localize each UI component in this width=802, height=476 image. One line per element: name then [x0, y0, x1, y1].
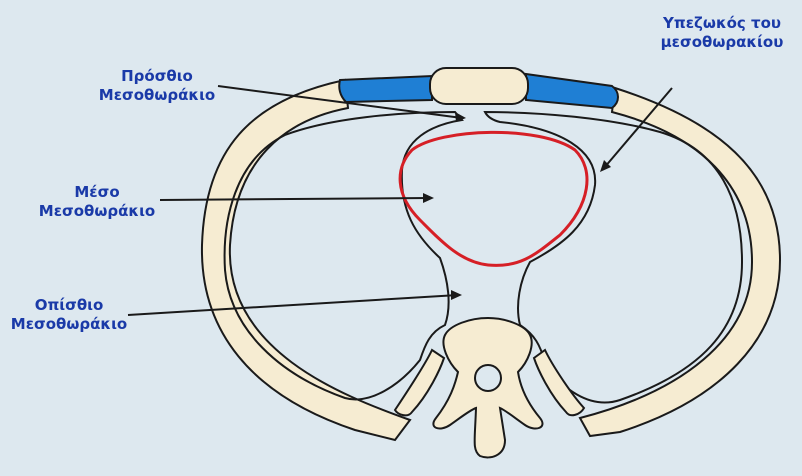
- right-rib-head: [534, 350, 584, 415]
- posterior-pointer-arrow: [451, 290, 462, 300]
- pleura-label-line2: μεσοθωρακίου: [642, 33, 802, 52]
- spinal-canal: [475, 365, 501, 391]
- posterior-pointer-line: [128, 295, 458, 315]
- mediastinal-pleura-label: Υπεζωκός του μεσοθωρακίου: [642, 14, 802, 52]
- sternum: [430, 68, 528, 104]
- pleura-label-line1: Υπεζωκός του: [642, 14, 802, 33]
- posterior-label-line1: Οπίσθιο: [4, 296, 134, 315]
- right-costal-cartilage: [526, 74, 618, 108]
- posterior-label-line2: Μεσοθωράκιο: [4, 315, 134, 334]
- posterior-mediastinum-label: Οπίσθιο Μεσοθωράκιο: [4, 296, 134, 334]
- anterior-label-line2: Μεσοθωράκιο: [92, 86, 222, 105]
- middle-pointer-line: [160, 198, 430, 200]
- middle-mediastinum-label: Μέσο Μεσοθωράκιο: [32, 183, 162, 221]
- middle-label-line1: Μέσο: [32, 183, 162, 202]
- anterior-label-line1: Πρόσθιο: [92, 67, 222, 86]
- rib-cage: [202, 80, 410, 440]
- middle-pointer-arrow: [423, 193, 434, 203]
- middle-label-line2: Μεσοθωράκιο: [32, 202, 162, 221]
- anterior-mediastinum-label: Πρόσθιο Μεσοθωράκιο: [92, 67, 222, 105]
- left-costal-cartilage: [339, 76, 432, 102]
